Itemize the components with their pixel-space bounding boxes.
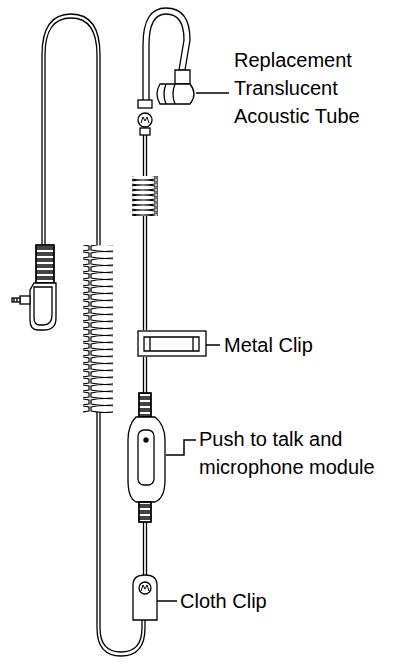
leader-lines [157,93,229,601]
part-label: Push to talk and microphone module [199,425,404,481]
part-label: Replacement Translucent Acoustic Tube [234,46,402,130]
part-label: Metal Clip [224,331,404,359]
audio-jack [12,245,56,330]
metal-clip [138,331,206,356]
acoustic-tube [138,8,194,135]
coiled-tube [132,176,158,216]
ptt-module [128,393,165,522]
cable [42,14,147,656]
part-label: Cloth Clip [180,587,400,615]
coiled-cord [83,245,113,413]
cloth-clip [133,575,157,620]
